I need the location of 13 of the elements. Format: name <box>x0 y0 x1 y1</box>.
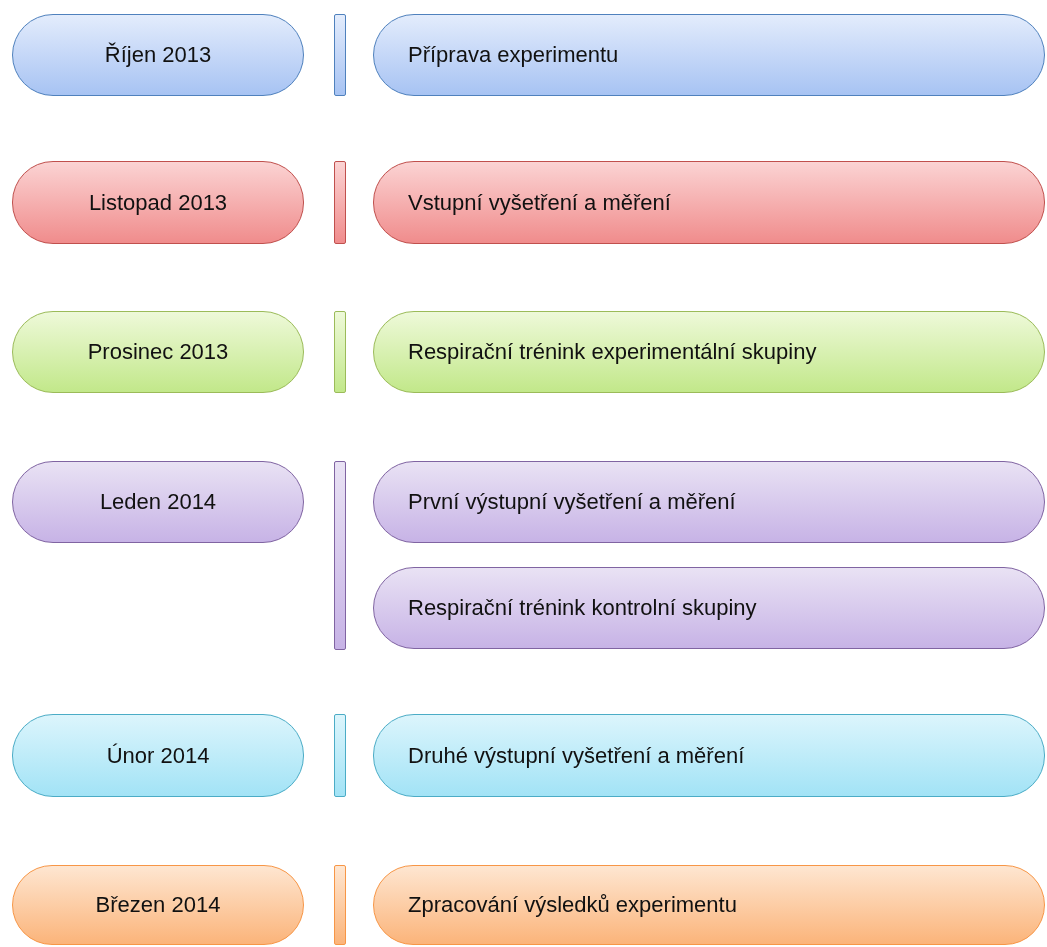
date-label: Únor 2014 <box>106 742 210 769</box>
activity-label: Respirační trénink experimentální skupiny <box>408 339 817 365</box>
activity-label: Zpracování výsledků experimentu <box>408 892 737 918</box>
date-label: Březen 2014 <box>95 892 221 918</box>
activity-label: Druhé výstupní vyšetření a měření <box>408 742 745 769</box>
activity-label: Respirační trénink kontrolní skupiny <box>408 595 757 621</box>
date-label: Listopad 2013 <box>88 189 228 216</box>
activity-label: První výstupní vyšetření a měření <box>408 489 736 515</box>
activity-label: Vstupní vyšetření a měření <box>408 189 671 216</box>
activity-label: Příprava experimentu <box>408 42 619 68</box>
date-label: Říjen 2013 <box>104 42 212 68</box>
date-label: Prosinec 2013 <box>87 339 229 365</box>
date-label: Leden 2014 <box>99 489 217 515</box>
